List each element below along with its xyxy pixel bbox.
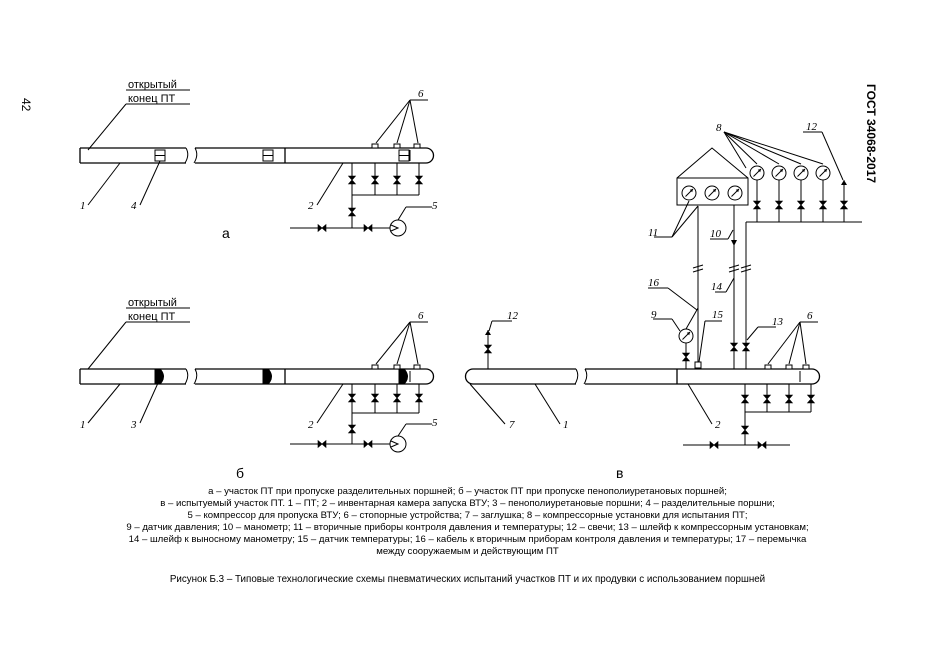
legend-line: между сооружаемым и действующим ПТ: [376, 546, 559, 557]
callout-12-left: 12: [507, 310, 519, 322]
callout-10: 10: [710, 228, 722, 240]
diagram-b: открытый конец ПТ 1 3: [79, 297, 438, 481]
callout-2-a: 2: [308, 200, 314, 212]
instrument-house: [676, 147, 749, 206]
callout-5-a: 5: [432, 200, 438, 212]
callout-1-c: 1: [563, 419, 569, 431]
callout-2-c: 2: [715, 419, 721, 431]
separating-piston: [154, 149, 166, 162]
callout-5-b: 5: [432, 417, 438, 429]
separating-piston: [262, 149, 274, 162]
open-end-label-line2-b: конец ПТ: [128, 311, 176, 323]
callout-6-c: 6: [807, 310, 813, 322]
callout-14: 14: [711, 281, 723, 293]
legend-line: в – испытуемый участок ПТ. 1 – ПТ; 2 – и…: [160, 498, 775, 509]
legend-line: а – участок ПТ при пропуске разделительн…: [208, 486, 727, 497]
callout-9: 9: [651, 309, 657, 321]
break-marks: [692, 264, 752, 273]
open-end-label-line1-a: открытый: [128, 79, 177, 91]
legend-line: 14 – шлейф к выносному манометру; 15 – д…: [128, 534, 807, 545]
compressor-units: [749, 165, 831, 222]
callout-13: 13: [772, 316, 784, 328]
foam-piston: [262, 369, 272, 384]
callout-7: 7: [509, 419, 515, 431]
legend-line: 9 – датчик давления; 10 – манометр; 11 –…: [126, 522, 809, 533]
subfigure-label-b: б: [236, 465, 244, 481]
legend-line: 5 – компрессор для пропуска ВТУ; 6 – сто…: [187, 510, 748, 521]
subfigure-label-c: в: [616, 465, 623, 481]
callout-8: 8: [716, 122, 722, 134]
callout-15: 15: [712, 309, 724, 321]
callout-6-a: 6: [418, 88, 424, 100]
callout-12-right: 12: [806, 121, 818, 133]
callout-6-b: 6: [418, 310, 424, 322]
open-end-label-line1-b: открытый: [128, 297, 177, 309]
diagram-c: 12 9 15 16 14 10 13: [464, 121, 862, 481]
foam-piston: [154, 369, 164, 384]
figure-caption: Рисунок Б.3 – Типовые технологические сх…: [169, 574, 766, 585]
separating-piston: [398, 149, 410, 162]
open-end-label-line2-a: конец ПТ: [128, 93, 176, 105]
foam-piston: [398, 369, 408, 384]
callout-1-a: 1: [80, 200, 86, 212]
subfigure-label-a: а: [222, 225, 230, 241]
callout-11: 11: [648, 227, 658, 239]
callout-4-a: 4: [131, 200, 137, 212]
callout-3-b: 3: [130, 419, 137, 431]
callout-2-b: 2: [308, 419, 314, 431]
callout-1-b: 1: [80, 419, 86, 431]
legend: а – участок ПТ при пропуске разделительн…: [30, 486, 905, 558]
callout-16: 16: [648, 277, 660, 289]
diagram-a: открытый конец ПТ: [79, 79, 438, 241]
